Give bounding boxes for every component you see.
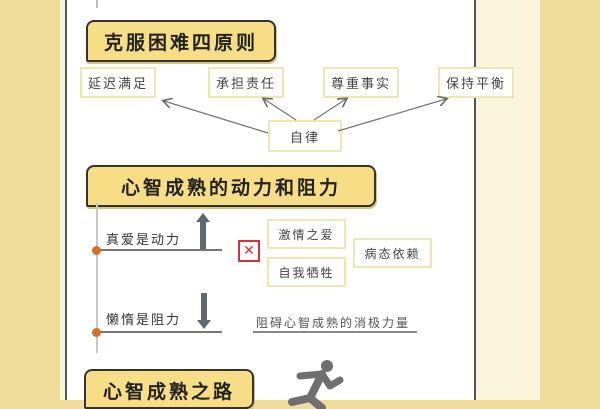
motive-underline (96, 249, 222, 251)
principle-responsibility: 承担责任 (208, 67, 284, 98)
pathological-dependence-box: 病态依赖 (353, 238, 432, 268)
passion-love-box: 激情之爱 (267, 219, 346, 249)
self-sacrifice-box: 自我牺牲 (267, 257, 346, 287)
top-connector (96, 0, 98, 8)
resistance-underline (96, 331, 222, 333)
running-person-icon (288, 360, 344, 409)
principle-respect-facts: 尊重事实 (323, 67, 399, 98)
branch-line (96, 203, 98, 353)
section-title-motive-resistance: 心智成熟的动力和阻力 (86, 165, 376, 207)
section-title-principles: 克服困难四原则 (86, 20, 276, 62)
principle-balance: 保持平衡 (438, 67, 514, 98)
resistance-description: 阻碍心智成熟的消极力量 (256, 316, 411, 330)
principle-delay-gratification: 延迟满足 (80, 67, 156, 98)
branch-node (92, 246, 101, 255)
description-underline (253, 331, 417, 333)
cross-icon: ✕ (238, 240, 260, 262)
down-arrow-icon (197, 293, 211, 329)
section-title-path: 心智成熟之路 (84, 369, 254, 409)
center-self-discipline: 自律 (268, 120, 342, 152)
motive-label: 真爱是动力 (106, 233, 182, 248)
branch-node (92, 328, 101, 337)
resistance-label: 懒惰是阻力 (106, 313, 182, 328)
arrows-principles (0, 0, 600, 134)
up-arrow-icon (196, 213, 210, 249)
